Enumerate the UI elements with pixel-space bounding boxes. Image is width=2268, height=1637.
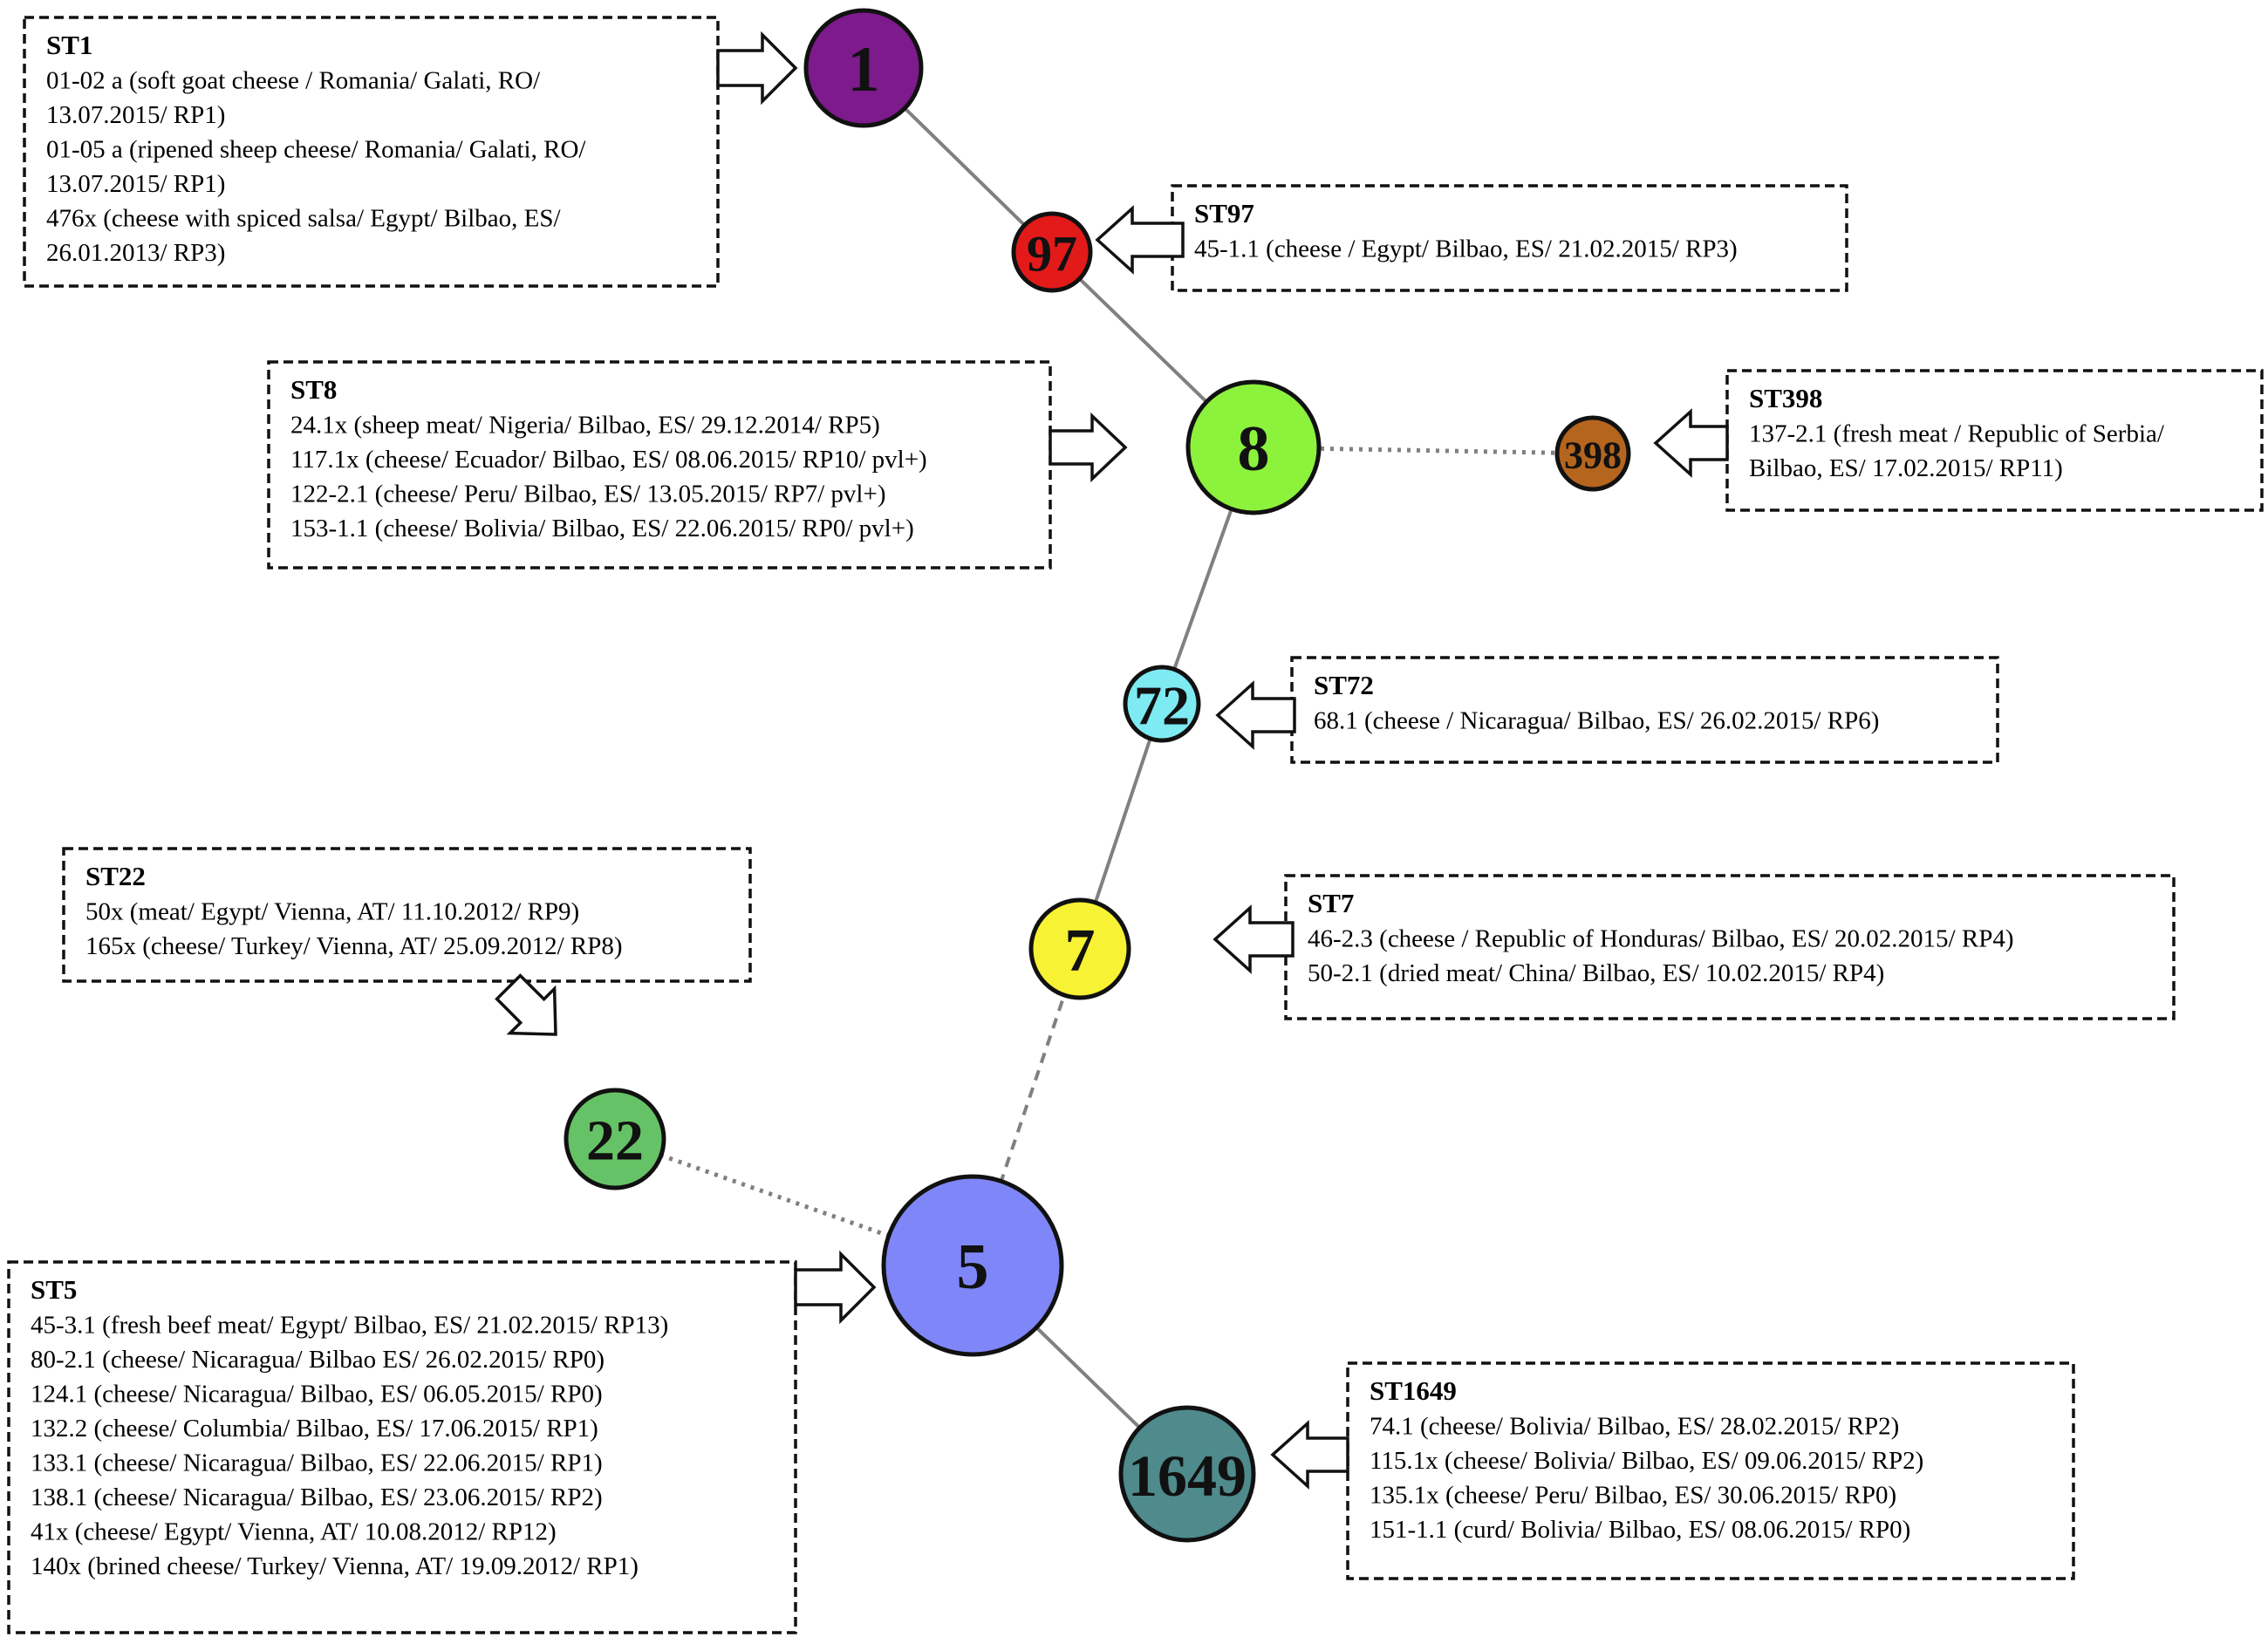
box-line: 01-05 a (ripened sheep cheese/ Romania/ … (46, 136, 586, 164)
box-line: 24.1x (sheep meat/ Nigeria/ Bilbao, ES/ … (290, 412, 880, 440)
box-line: 151-1.1 (curd/ Bolivia/ Bilbao, ES/ 08.0… (1370, 1516, 1910, 1544)
arrow-st97 (1095, 205, 1185, 275)
box-line: 41x (cheese/ Egypt/ Vienna, AT/ 10.08.20… (31, 1518, 557, 1546)
nodes-layer: 1 97 8 398 72 7 22 5 1649 (564, 8, 1631, 1543)
box-border (1725, 369, 2264, 512)
box-line: 26.01.2013/ RP3) (46, 239, 225, 267)
box-title: ST72 (1314, 670, 1374, 700)
node-circle (564, 1088, 666, 1190)
box-border (1284, 874, 2176, 1020)
node-label: 398 (1564, 434, 1622, 477)
box-line: 165x (cheese/ Turkey/ Vienna, AT/ 25.09.… (85, 932, 623, 960)
node-st1649: 1649 (1118, 1405, 1256, 1543)
box-border (267, 360, 1052, 570)
node-st97: 97 (1011, 211, 1093, 293)
arrow-st72 (1215, 680, 1296, 750)
box-title: ST1649 (1370, 1375, 1457, 1406)
box-line: 115.1x (cheese/ Bolivia/ Bilbao, ES/ 09.… (1370, 1447, 1923, 1475)
arrow-st398 (1653, 408, 1729, 478)
arrows-layer (495, 31, 1729, 1490)
box-line: 50x (meat/ Egypt/ Vienna, AT/ 11.10.2012… (85, 898, 579, 926)
arrow-st5 (794, 1250, 877, 1325)
node-circle (1185, 379, 1322, 515)
box-title: ST8 (290, 374, 337, 405)
box-line: 45-1.1 (cheese / Egypt/ Bilbao, ES/ 21.0… (1194, 235, 1738, 263)
box-title: ST1 (46, 30, 92, 60)
node-label: 5 (957, 1231, 989, 1303)
box-line: 122-2.1 (cheese/ Peru/ Bilbao, ES/ 13.05… (290, 481, 886, 508)
box-line: 133.1 (cheese/ Nicaragua/ Bilbao, ES/ 22… (31, 1449, 603, 1477)
box-st22: ST22 50x (meat/ Egypt/ Vienna, AT/ 11.10.… (62, 847, 752, 983)
node-label: 97 (1027, 226, 1077, 283)
box-st1649: ST1649 74.1 (cheese/ Bolivia/ Bilbao, ES/… (1346, 1361, 2075, 1580)
box-border (23, 16, 720, 288)
node-circle (1028, 897, 1131, 1000)
box-st72: ST72 68.1 (cheese / Nicaragua/ Bilbao, ES… (1290, 656, 1999, 764)
box-line: 01-02 a (soft goat cheese / Romania/ Gal… (46, 67, 541, 95)
node-st72: 72 (1123, 665, 1201, 743)
node-circle (1118, 1405, 1256, 1543)
node-circle (1554, 415, 1631, 492)
box-border (62, 847, 752, 983)
box-line: 140x (brined cheese/ Turkey/ Vienna, AT/… (31, 1552, 639, 1580)
arrow-st1649 (1270, 1420, 1349, 1490)
box-border (1346, 1361, 2075, 1580)
box-line: 138.1 (cheese/ Nicaragua/ Bilbao, ES/ 23… (31, 1484, 603, 1511)
node-label: 8 (1238, 413, 1270, 485)
node-circle (1123, 665, 1201, 743)
arrow-st7 (1213, 904, 1295, 974)
box-title: ST398 (1749, 383, 1822, 413)
box-border (1290, 656, 1999, 764)
box-line: 45-3.1 (fresh beef meat/ Egypt/ Bilbao, … (31, 1312, 668, 1340)
node-label: 1 (848, 34, 880, 106)
box-title: ST7 (1308, 888, 1354, 918)
box-line: 124.1 (cheese/ Nicaragua/ Bilbao, ES/ 06… (31, 1381, 603, 1409)
node-circle (803, 8, 924, 128)
node-label: 7 (1065, 917, 1096, 985)
box-border (1171, 184, 1848, 292)
arrow-st8 (1049, 412, 1128, 483)
box-st7: ST7 46-2.3 (cheese / Republic of Honduras… (1284, 874, 2176, 1020)
box-line: 50-2.1 (dried meat/ China/ Bilbao, ES/ 1… (1308, 959, 1884, 987)
boxes-layer: ST1 01-02 a (soft goat cheese / Romania/ … (7, 16, 2264, 1634)
node-circle (881, 1174, 1064, 1357)
box-st398: ST398 137-2.1 (fresh meat / Republic of S… (1725, 369, 2264, 512)
node-label: 1649 (1128, 1443, 1247, 1509)
box-line: 13.07.2015/ RP1) (46, 101, 225, 129)
box-title: ST22 (85, 861, 146, 891)
box-title: ST5 (31, 1274, 77, 1305)
box-line: 68.1 (cheese / Nicaragua/ Bilbao, ES/ 26… (1314, 707, 1879, 735)
box-line: 117.1x (cheese/ Ecuador/ Bilbao, ES/ 08.… (290, 446, 927, 474)
node-st7: 7 (1028, 897, 1131, 1000)
node-st1: 1 (803, 8, 924, 128)
box-line: 132.2 (cheese/ Columbia/ Bilbao, ES/ 17.… (31, 1415, 598, 1443)
arrow-st1 (716, 31, 798, 106)
box-title: ST97 (1194, 198, 1254, 228)
arrow-st22 (495, 973, 557, 1036)
box-line: 137-2.1 (fresh meat / Republic of Serbia… (1749, 420, 2165, 448)
box-st1: ST1 01-02 a (soft goat cheese / Romania/ … (23, 16, 720, 288)
box-line: 135.1x (cheese/ Peru/ Bilbao, ES/ 30.06.… (1370, 1482, 1896, 1510)
node-st8: 8 (1185, 379, 1322, 515)
node-label: 72 (1134, 675, 1190, 737)
box-line: 80-2.1 (cheese/ Nicaragua/ Bilbao ES/ 26… (31, 1346, 605, 1374)
node-st22: 22 (564, 1088, 666, 1190)
box-st5: ST5 45-3.1 (fresh beef meat/ Egypt/ Bilba… (7, 1260, 797, 1634)
box-line: 153-1.1 (cheese/ Bolivia/ Bilbao, ES/ 22… (290, 515, 914, 542)
box-st8: ST8 24.1x (sheep meat/ Nigeria/ Bilbao, E… (267, 360, 1052, 570)
box-line: 13.07.2015/ RP1) (46, 170, 225, 198)
node-st398: 398 (1554, 415, 1631, 492)
node-label: 22 (586, 1109, 644, 1173)
box-border (7, 1260, 797, 1634)
box-line: 46-2.3 (cheese / Republic of Honduras/ B… (1308, 925, 2013, 953)
node-st5: 5 (881, 1174, 1064, 1357)
box-st97: ST97 45-1.1 (cheese / Egypt/ Bilbao, ES/ … (1171, 184, 1848, 292)
box-line: 74.1 (cheese/ Bolivia/ Bilbao, ES/ 28.02… (1370, 1413, 1899, 1441)
box-line: Bilbao, ES/ 17.02.2015/ RP11) (1749, 454, 2063, 482)
box-line: 476x (cheese with spiced salsa/ Egypt/ B… (46, 205, 562, 233)
node-circle (1011, 211, 1093, 293)
